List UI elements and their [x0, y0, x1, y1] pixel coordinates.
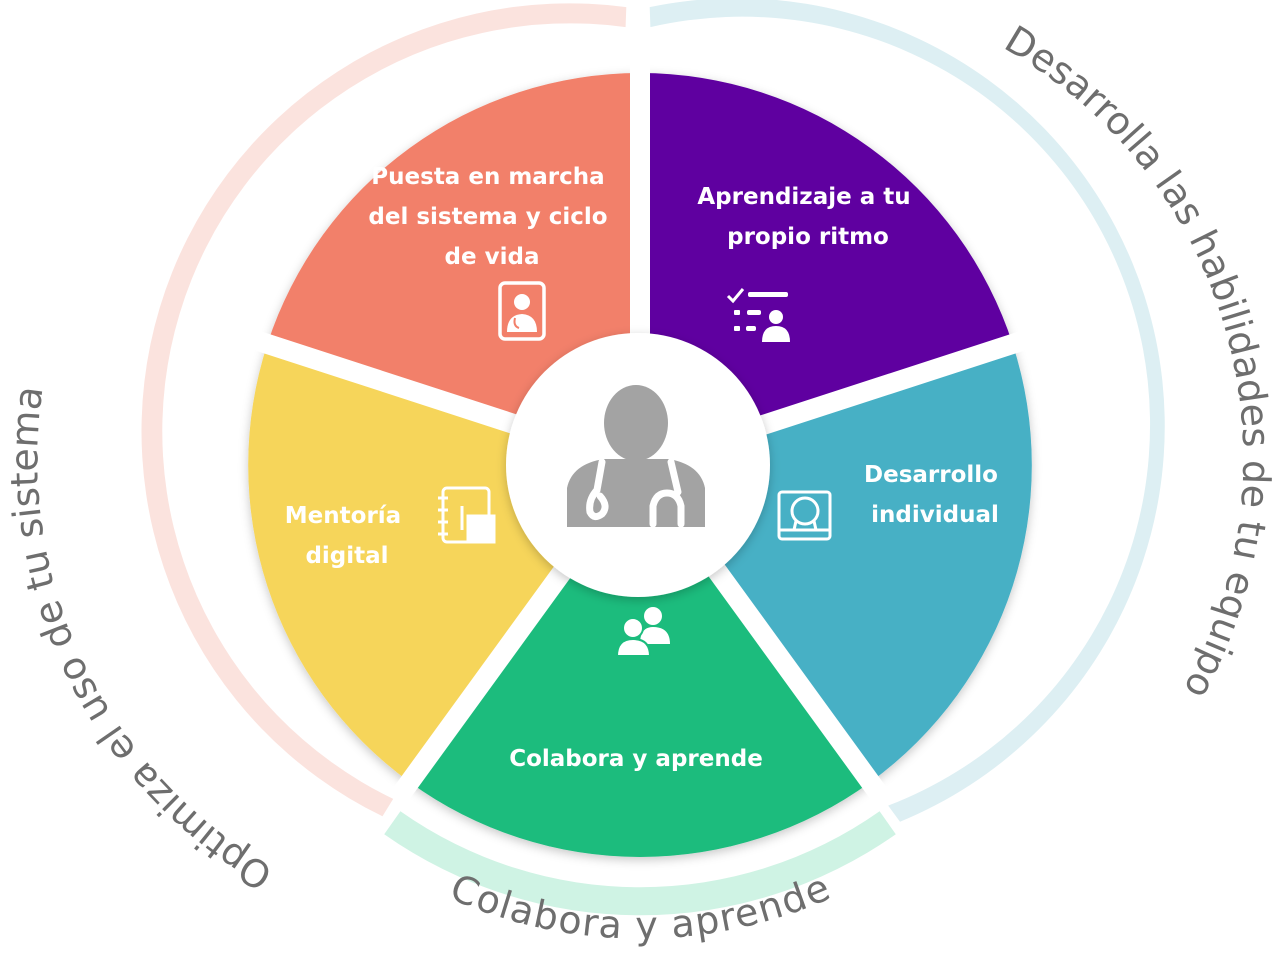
ring-label-left: Optimiza el uso de tu sistema — [2, 384, 279, 899]
ring-label-right: Desarrolla las habilidades de tu equipo — [997, 17, 1278, 706]
ring-label-left-text: Optimiza el uso de tu sistema — [2, 384, 279, 899]
segment-label-line: del sistema y ciclo — [368, 204, 607, 230]
segment-label-line: individual — [871, 502, 999, 528]
segment-label-line: Desarrollo — [864, 462, 998, 488]
segment-label-puesta-en-marcha: Puesta en marcha del sistema y ciclo de … — [368, 164, 615, 270]
segment-label-colabora: Colabora y aprende — [509, 746, 763, 772]
segment-label-line: de vida — [445, 244, 540, 270]
segment-label-line: propio ritmo — [727, 224, 889, 250]
checklist-person-icon — [726, 288, 790, 342]
person-frame-icon — [777, 490, 832, 541]
group-icon — [615, 607, 670, 657]
notebook-icon — [438, 486, 496, 544]
segment-label-line: digital — [305, 543, 388, 569]
segment-label-desarrollo: Desarrollo individual — [864, 462, 1006, 528]
segment-label-aprendizaje: Aprendizaje a tu propio ritmo — [697, 184, 918, 250]
ring-label-right-text: Desarrolla las habilidades de tu equipo — [997, 17, 1278, 706]
segment-colabora[interactable] — [409, 465, 871, 857]
segment-label-line: Colabora y aprende — [509, 746, 763, 772]
doctor-tablet-icon — [498, 281, 546, 341]
ring-band-bottom — [384, 811, 896, 916]
segment-label-line: Mentoría — [285, 503, 401, 529]
segment-label-mentoria: Mentoría digital — [285, 503, 409, 569]
outer-ring — [141, 0, 1165, 916]
segment-label-line: Puesta en marcha — [371, 164, 604, 190]
doctor-stethoscope-icon — [567, 385, 705, 528]
segment-label-line: Aprendizaje a tu — [697, 184, 910, 210]
